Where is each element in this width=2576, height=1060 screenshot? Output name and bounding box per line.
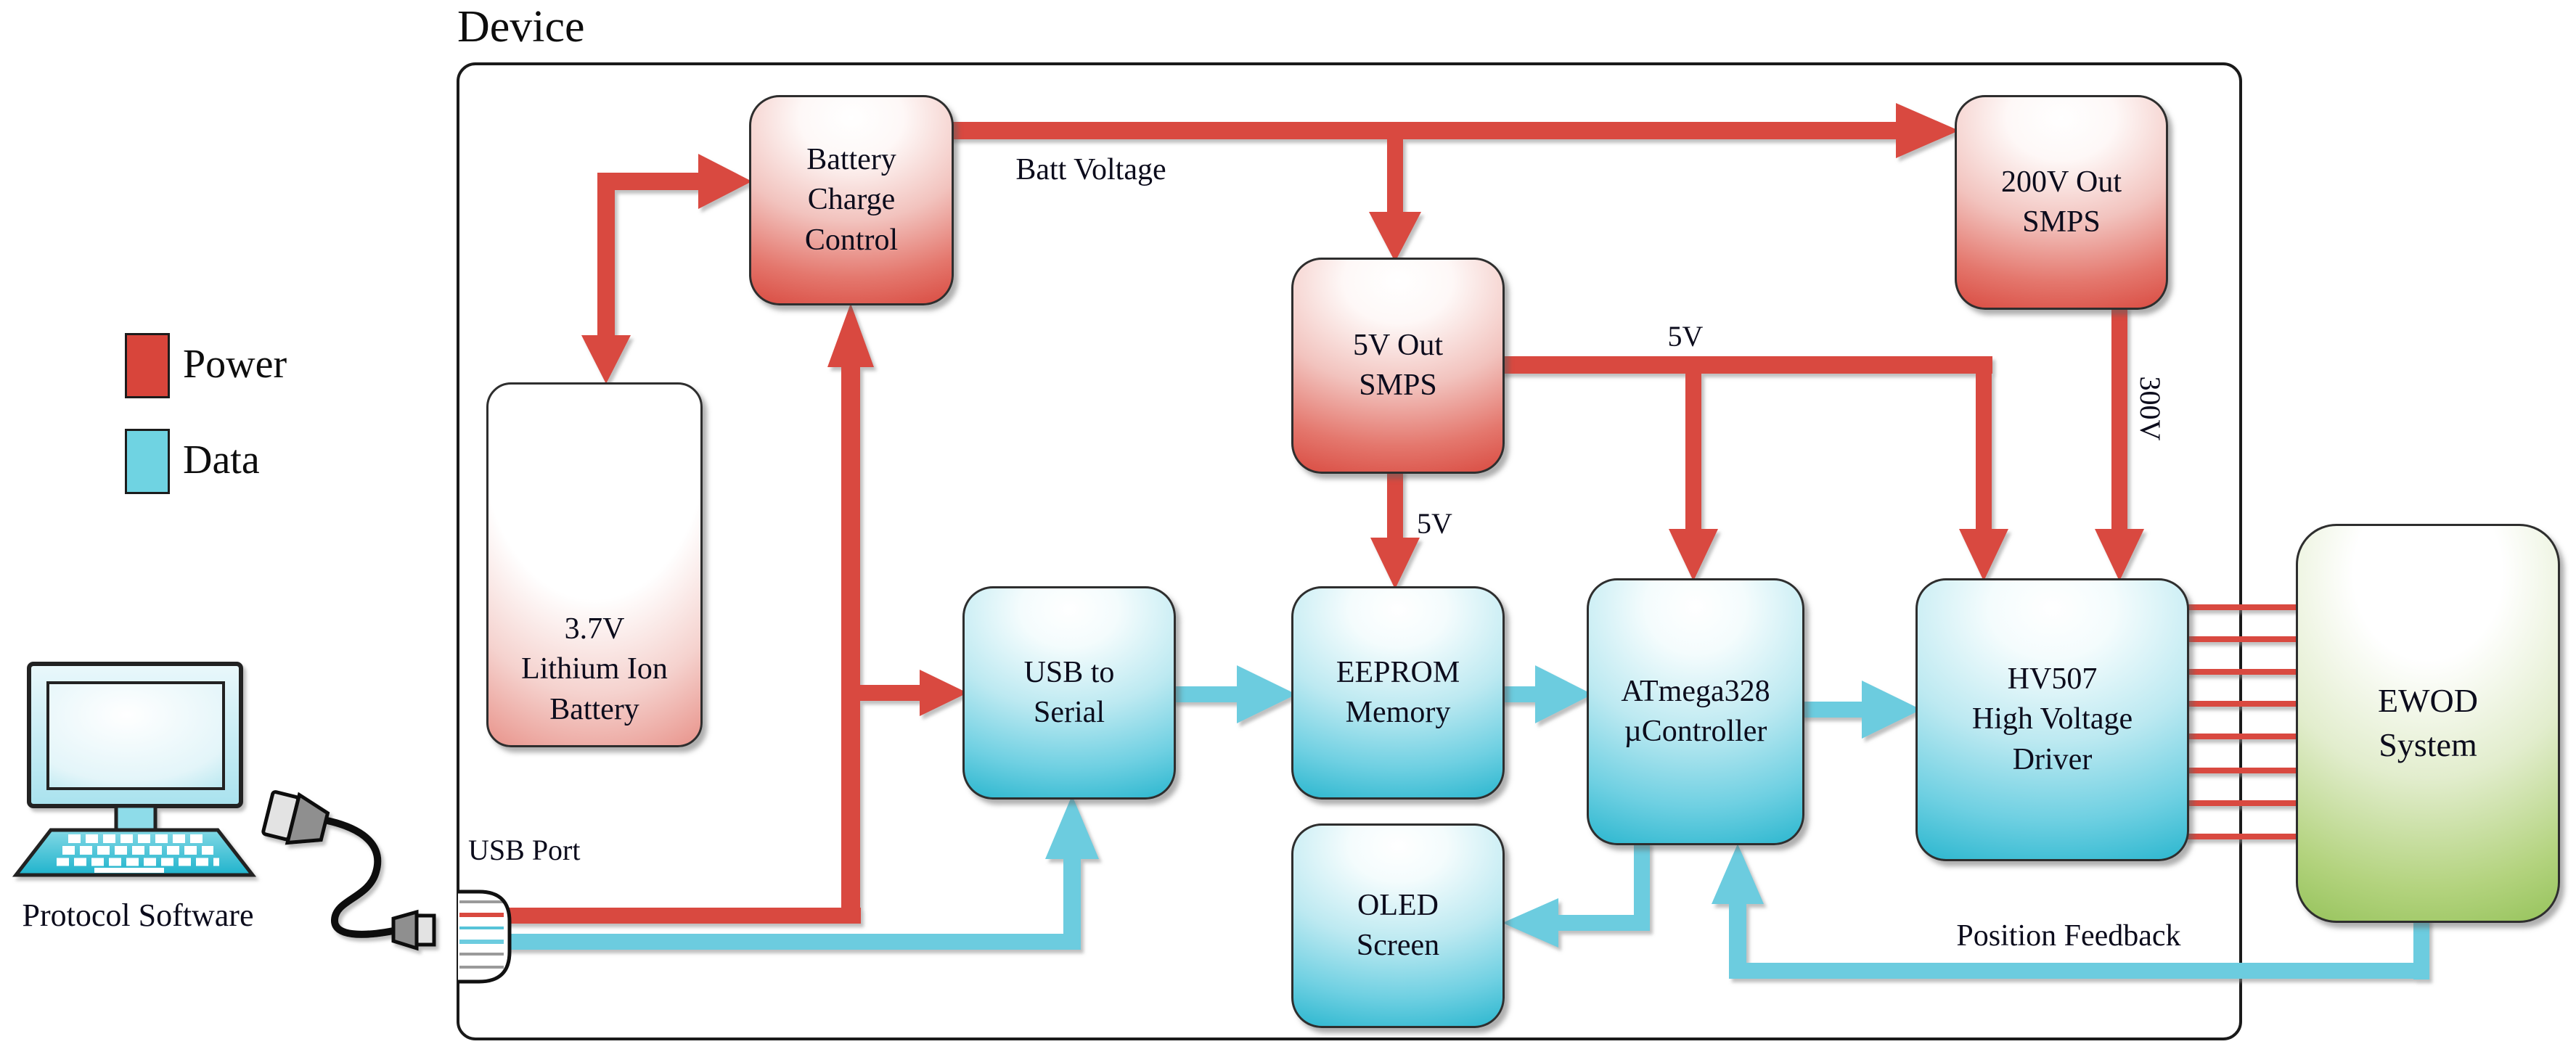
- block-5v-smps: 5V Out SMPS: [1291, 258, 1505, 474]
- block-label: SMPS: [1359, 369, 1437, 402]
- block-label: Lithium Ion: [521, 652, 668, 686]
- block-label: Battery: [549, 692, 639, 726]
- wire-atmega-to-oled: [1502, 841, 1650, 948]
- block-usb-to-serial: USB to Serial: [962, 586, 1176, 800]
- monitor-icon: [27, 662, 243, 832]
- block-label: USB to: [1023, 655, 1115, 689]
- wire-batt-voltage: [948, 103, 1959, 262]
- wire-atmega-to-hv507: [1800, 681, 1921, 739]
- block-ewod-system: EWOD System: [2296, 524, 2560, 923]
- block-label: Serial: [1034, 696, 1105, 729]
- block-200v-smps: 200V Out SMPS: [1955, 95, 2168, 310]
- block-hv507-driver: HV507 High Voltage Driver: [1915, 578, 2189, 861]
- legend-power-label: Power: [183, 342, 287, 387]
- block-oled-screen: OLED Screen: [1291, 823, 1505, 1028]
- legend-data-swatch: [125, 429, 170, 494]
- legend-power-swatch: [125, 333, 170, 398]
- block-label: ATmega328: [1621, 674, 1770, 708]
- block-label: HV507: [2007, 662, 2098, 696]
- keyboard-icon: [12, 828, 257, 877]
- wire-usb-power: [504, 303, 968, 924]
- block-label: Battery: [806, 142, 896, 176]
- power-wires: [504, 103, 2298, 924]
- wires-hv507-to-ewod: [2183, 604, 2298, 839]
- wire-5v-rail: [1500, 356, 2008, 581]
- block-label: Control: [804, 223, 899, 257]
- block-label: High Voltage: [1971, 702, 2133, 736]
- device-boundary: [457, 62, 2242, 1040]
- label-5v-vertical: 5V: [1417, 507, 1452, 540]
- wire-5v-to-eeprom: [1370, 469, 1420, 589]
- block-label: Driver: [2012, 742, 2093, 776]
- wire-300v: [2095, 305, 2144, 581]
- legend-data-label: Data: [183, 437, 260, 482]
- label-position-feedback: Position Feedback: [1956, 919, 2181, 953]
- block-label: EWOD: [2378, 682, 2478, 720]
- block-label: µController: [1624, 715, 1767, 748]
- wire-battery-to-charge-control: [581, 154, 752, 384]
- block-label: SMPS: [2022, 205, 2101, 239]
- block-label: 3.7V: [564, 612, 625, 646]
- block-label: 5V Out: [1352, 328, 1444, 362]
- label-5v-horizontal: 5V: [1667, 320, 1704, 353]
- usb-port-connector: [458, 890, 512, 984]
- computer-icon: [12, 662, 257, 877]
- wire-usbserial-to-eeprom: [1172, 665, 1296, 723]
- block-label: Memory: [1345, 696, 1451, 729]
- usb-cable-icon: [261, 790, 436, 951]
- label-protocol-software: Protocol Software: [22, 897, 254, 933]
- label-300v: 300V: [2134, 376, 2167, 441]
- data-wires: [504, 665, 2429, 979]
- block-label: System: [2379, 726, 2477, 763]
- wire-position-feedback: [1712, 844, 2429, 979]
- block-atmega328: ATmega328 µController: [1587, 578, 1804, 845]
- label-usb-port: USB Port: [468, 834, 581, 866]
- usb-plug-a-icon: [261, 790, 330, 845]
- wire-eeprom-to-atmega: [1500, 665, 1592, 723]
- block-label: OLED: [1357, 888, 1439, 922]
- usb-plug-b-icon: [391, 909, 436, 951]
- block-label: 200V Out: [2000, 165, 2122, 199]
- wire-usb-data: [504, 795, 1099, 950]
- device-title: Device: [457, 2, 585, 52]
- label-batt-voltage: Batt Voltage: [1015, 153, 1166, 186]
- block-label: EEPROM: [1336, 655, 1460, 689]
- block-label: Screen: [1356, 929, 1440, 962]
- block-eeprom-memory: EEPROM Memory: [1291, 586, 1505, 800]
- block-label: Charge: [807, 183, 896, 217]
- block-battery-charge-control: Battery Charge Control: [749, 95, 954, 305]
- block-lithium-battery: 3.7V Lithium Ion Battery: [486, 382, 703, 747]
